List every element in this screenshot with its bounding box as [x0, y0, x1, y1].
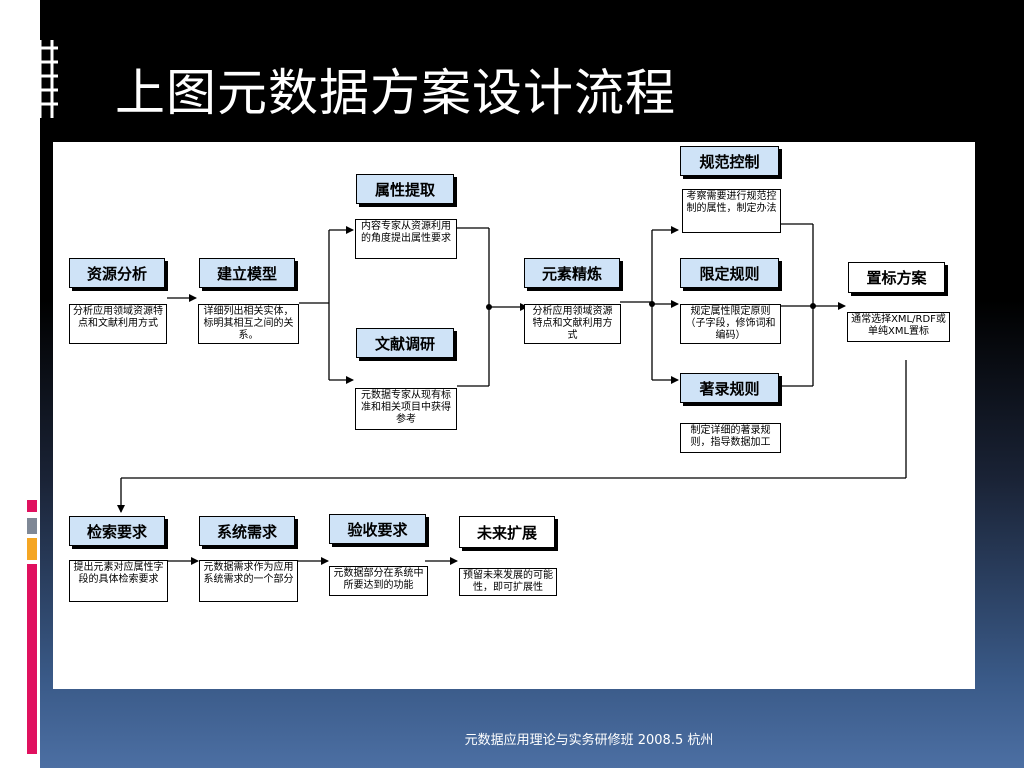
note-normative-control: 考察需要进行规范控制的属性，制定办法: [682, 189, 781, 233]
step-retrieval-requirements: 检索要求: [69, 516, 165, 546]
step-resource-analysis: 资源分析: [69, 258, 165, 288]
note-acceptance-requirements: 元数据部分在系统中所要达到的功能: [329, 566, 428, 596]
note-attribute-extraction: 内容专家从资源利用的角度提出属性要求: [355, 219, 457, 259]
note-resource-analysis: 分析应用领域资源特点和文献利用方式: [69, 304, 167, 344]
note-cataloging-rules: 制定详细的著录规则，指导数据加工: [680, 423, 781, 453]
accent-bar-gray: [27, 518, 37, 534]
accent-bar-red-top: [27, 500, 37, 512]
slide-title: 上图元数据方案设计流程: [115, 64, 676, 122]
accent-bar-orange: [27, 538, 37, 560]
step-cataloging-rules: 著录规则: [680, 373, 779, 403]
note-literature-research: 元数据专家从现有标准和相关项目中获得参考: [355, 388, 457, 430]
note-restriction-rules: 规定属性限定原则（子字段，修饰词和编码）: [680, 304, 781, 344]
step-markup-scheme: 置标方案: [848, 262, 945, 293]
step-restriction-rules: 限定规则: [680, 258, 779, 288]
step-future-extension: 未来扩展: [459, 516, 555, 548]
step-element-refinement: 元素精炼: [524, 258, 620, 288]
slide-footer: 元数据应用理论与实务研修班 2008.5 杭州: [464, 733, 714, 748]
step-build-model: 建立模型: [199, 258, 295, 288]
step-acceptance-requirements: 验收要求: [329, 514, 426, 544]
accent-bars: [27, 500, 39, 760]
note-build-model: 详细列出相关实体，标明其相互之间的关系。: [198, 304, 299, 344]
step-system-requirements: 系统需求: [199, 516, 295, 546]
note-element-refinement: 分析应用领域资源特点和文献利用方式: [524, 304, 621, 344]
note-future-extension: 预留未来发展的可能性，即可扩展性: [459, 568, 557, 596]
step-normative-control: 规范控制: [680, 146, 779, 176]
decorative-lines: [22, 40, 58, 118]
note-retrieval-requirements: 提出元素对应属性字段的具体检索要求: [69, 560, 168, 602]
step-literature-research: 文献调研: [356, 328, 454, 358]
accent-bar-red-long: [27, 564, 37, 754]
flowchart-canvas: 资源分析 分析应用领域资源特点和文献利用方式 建立模型 详细列出相关实体，标明其…: [53, 142, 975, 689]
flow-connectors: [117, 223, 907, 565]
note-markup-scheme: 通常选择XML/RDF或单纯XML置标: [847, 312, 950, 342]
note-system-requirements: 元数据需求作为应用系统需求的一个部分: [199, 560, 298, 602]
step-attribute-extraction: 属性提取: [356, 174, 454, 204]
